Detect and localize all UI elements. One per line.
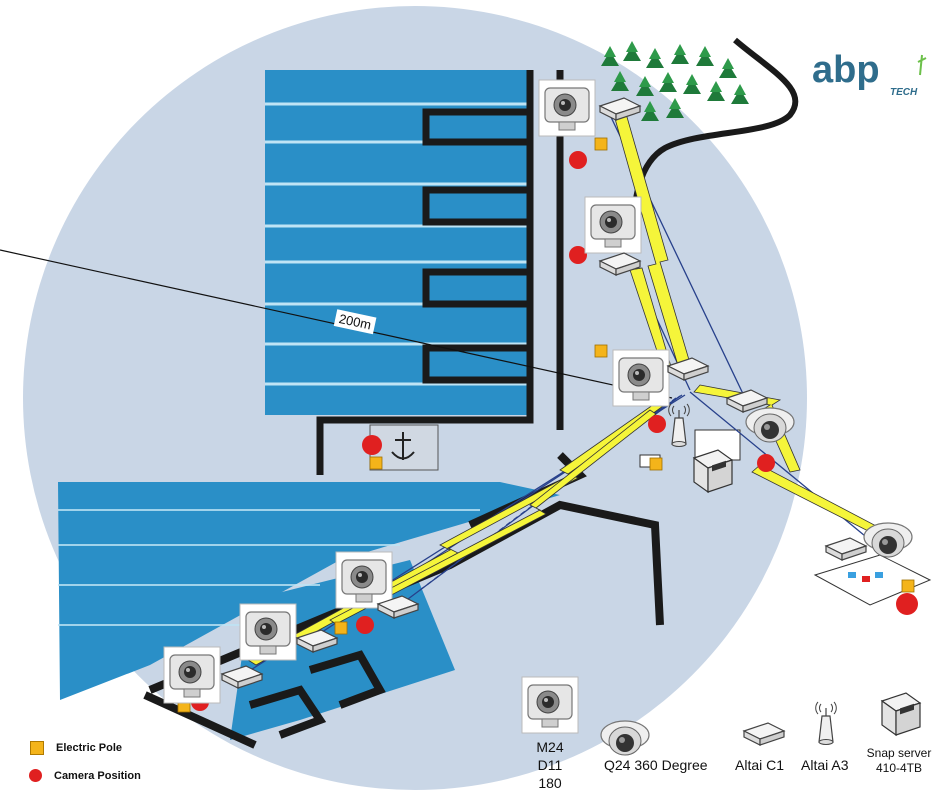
camera-position <box>757 454 775 472</box>
electric-pole-swatch <box>30 741 44 755</box>
server-icon <box>881 692 921 736</box>
electric-pole <box>901 579 915 593</box>
camera-position <box>569 151 587 169</box>
camera-position <box>569 246 587 264</box>
key-label-q24: Q24 360 Degree <box>604 757 708 773</box>
box-camera-icon <box>584 196 642 254</box>
dome-camera-icon <box>600 720 650 756</box>
distance-label: 200m <box>338 311 373 332</box>
building-right <box>813 554 932 606</box>
company-logo: abp TECH <box>810 46 940 98</box>
key-line: D11 <box>537 757 563 773</box>
electric-pole <box>369 456 383 470</box>
box-camera-icon <box>163 646 221 704</box>
electric-pole <box>334 621 348 635</box>
camera-position <box>362 435 382 455</box>
key-label-c1: Altai C1 <box>735 757 785 773</box>
box-camera-icon <box>335 551 393 609</box>
key-line: Snap server <box>866 746 932 760</box>
camera-position <box>356 616 374 634</box>
electric-pole <box>649 457 663 471</box>
legend-label: Camera Position <box>54 769 141 782</box>
camera-position-swatch <box>29 769 42 782</box>
access-point-icon <box>825 537 867 561</box>
key-label-m24: M24 D11 180 <box>525 738 575 792</box>
access-point-icon <box>743 722 785 746</box>
antenna-icon <box>815 701 837 746</box>
logo-tagline: TECH <box>890 87 918 98</box>
legend-label: Electric Pole <box>56 742 123 754</box>
box-camera-icon <box>538 79 596 137</box>
box-camera-icon <box>612 349 670 407</box>
key-label-a3: Altai A3 <box>801 757 849 773</box>
camera-position <box>648 415 666 433</box>
key-line: M24 <box>536 739 564 755</box>
legend-item-electric-pole: Electric Pole <box>30 741 122 755</box>
electric-pole-markers <box>177 137 915 713</box>
key-line: 180 <box>538 775 562 791</box>
camera-position <box>896 593 918 615</box>
electric-pole <box>594 137 608 151</box>
dome-camera-icon <box>863 522 913 558</box>
box-camera-icon <box>239 603 297 661</box>
logo-text: abp <box>812 49 880 91</box>
upper-marina <box>265 70 564 475</box>
box-camera-icon <box>521 676 579 734</box>
key-line: 410-4TB <box>875 761 923 775</box>
electric-pole <box>594 344 608 358</box>
legend-item-camera-position: Camera Position <box>29 769 141 782</box>
server-icon <box>693 449 733 493</box>
key-label-snap: Snap server 410-4TB <box>858 746 940 776</box>
distance-label-box: 200m <box>333 309 377 335</box>
